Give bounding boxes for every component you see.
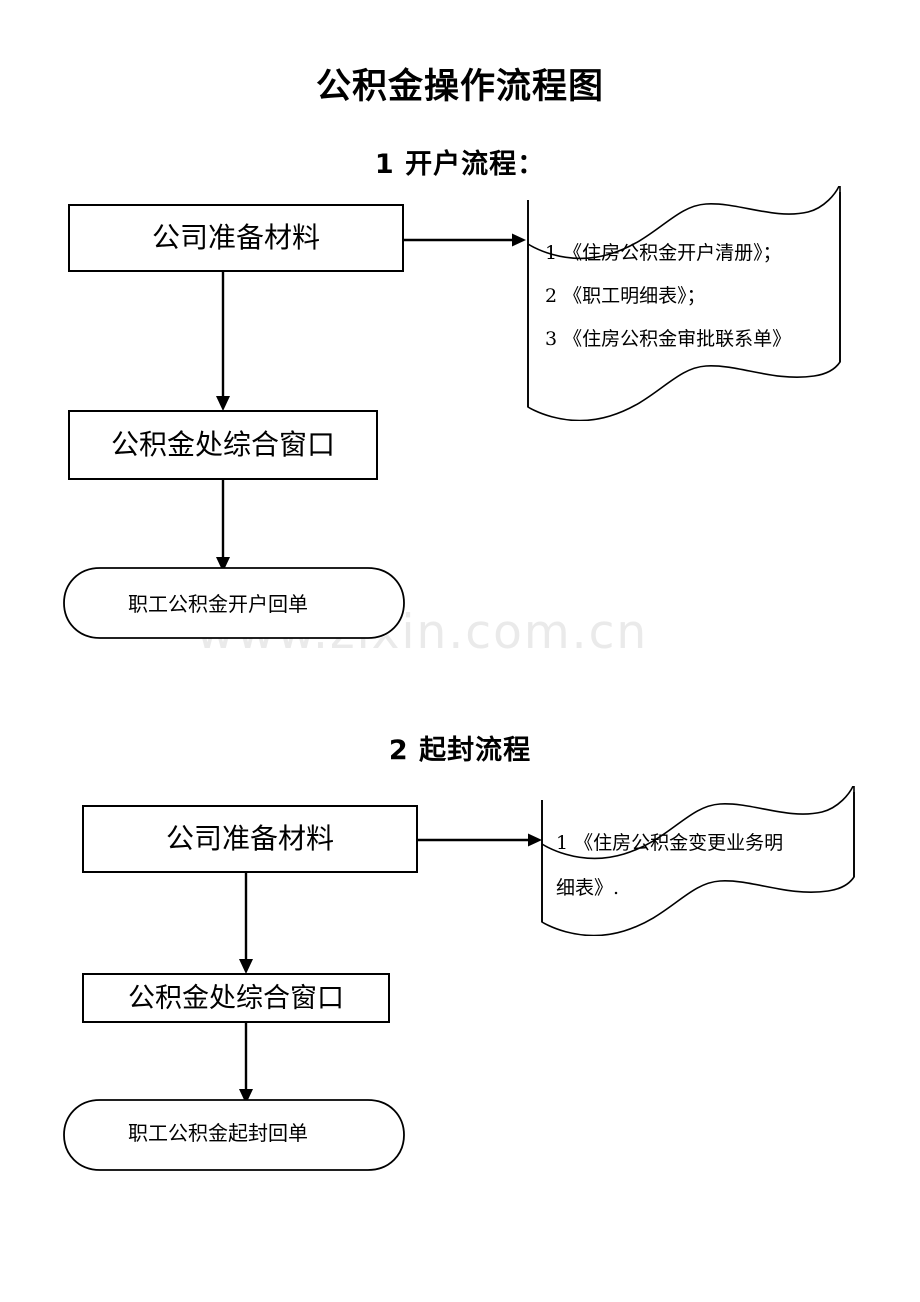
section-2-heading: 2 起封流程 (388, 735, 532, 766)
stored-data-shape-result-2[interactable] (60, 1098, 408, 1172)
page-title: 公积金操作流程图 (315, 67, 604, 107)
stored-data-label-2: 职工公积金起封回单 (128, 1121, 308, 1145)
materials-list-item: 1 《住房公积金变更业务明 (556, 832, 784, 854)
materials-list-item: 3 《住房公积金审批联系单》 (545, 328, 792, 350)
process-box-service-window-2[interactable]: 公积金处综合窗口 (82, 973, 390, 1023)
process-box-prepare-materials-1[interactable]: 公司准备材料 (68, 204, 404, 272)
process-box-label: 公积金处综合窗口 (128, 982, 344, 1014)
materials-list-2: 1 《住房公积金变更业务明 细表》. (556, 821, 836, 911)
section-1-heading: 1 开户流程： (374, 149, 546, 180)
process-box-label: 公司准备材料 (151, 221, 320, 254)
materials-list-item: 2 《职工明细表》； (545, 285, 706, 307)
document-shape-materials-2[interactable] (538, 786, 858, 936)
process-box-prepare-materials-2[interactable]: 公司准备材料 (82, 805, 418, 873)
arrowhead-window-1 (216, 396, 230, 411)
document-shape-materials-1[interactable] (524, 186, 844, 421)
stored-data-label-1: 职工公积金开户回单 (128, 592, 308, 616)
process-box-label: 公司准备材料 (165, 822, 334, 855)
stored-data-shape-result-1[interactable] (60, 566, 408, 640)
materials-list-item: 细表》. (556, 877, 620, 899)
process-box-service-window-1[interactable]: 公积金处综合窗口 (68, 410, 378, 480)
materials-list-1: 1 《住房公积金开户清册》； 2 《职工明细表》； 3 《住房公积金审批联系单》 (545, 232, 791, 361)
arrowhead-window-2 (239, 959, 253, 974)
materials-list-item: 1 《住房公积金开户清册》； (545, 242, 782, 264)
process-box-label: 公积金处综合窗口 (110, 428, 335, 461)
